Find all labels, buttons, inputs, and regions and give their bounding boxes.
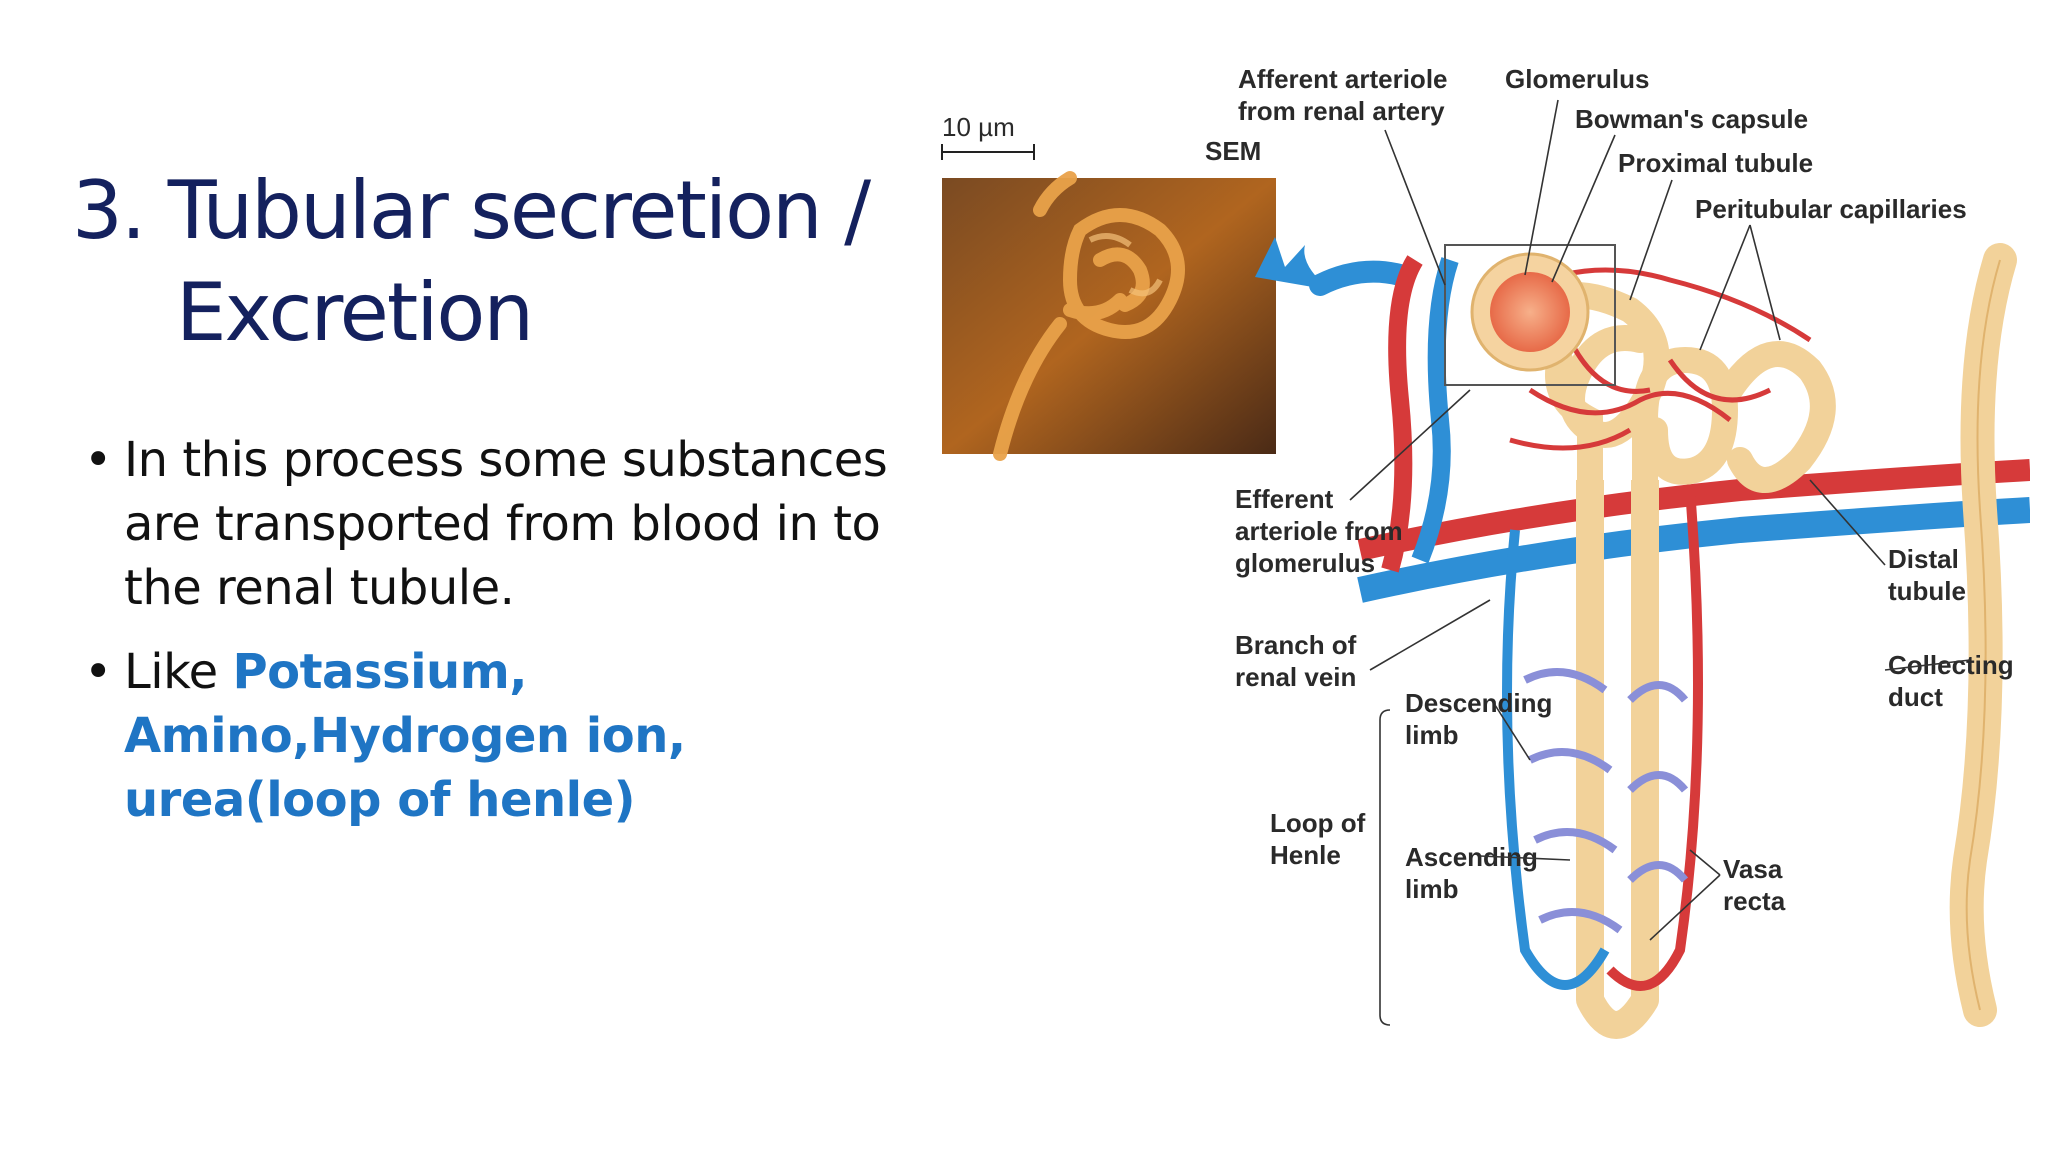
label-loop-2: Henle [1270,840,1341,870]
bullet-item-1: • In this process some substances are tr… [84,428,914,620]
leader-lines [1349,99,1971,1026]
bullet-text-1: In this process some substances are tran… [124,432,888,616]
renal-artery [1357,459,2031,561]
bullet-dot-icon: • [84,644,112,700]
collecting-duct [1949,243,2017,1027]
renal-vein [1357,497,2031,603]
bullet-list: • In this process some substances are tr… [84,428,914,852]
label-peritubular: Peritubular capillaries [1695,194,1967,224]
label-distal-2: tubule [1888,576,1966,606]
label-afferent-2: from renal artery [1238,96,1445,126]
nephron-figure: 10 µm SEM [930,60,2031,1050]
bullet-prefix-2: Like [124,644,233,700]
title-line-1: 3. Tubular secretion / [72,164,871,257]
label-branch-1: Branch of [1235,630,1357,660]
label-distal-1: Distal [1888,544,1959,574]
nephron-diagram: 10 µm SEM [941,64,2031,1039]
bullet-item-2: • Like Potassium, Amino,Hydrogen ion, ur… [84,640,914,832]
slide-title: 3. Tubular secretion / Excretion [72,160,892,364]
label-vasa-1: Vasa [1723,854,1783,884]
glomerulus [1490,272,1570,352]
bullet-dot-icon: • [84,432,112,488]
scale-bar-label: 10 µm [942,112,1015,142]
bullet-highlight-2: Potassium, Amino,Hydrogen ion, urea(loop… [124,644,686,828]
sem-micrograph: SEM [942,136,1276,461]
label-ascending-2: limb [1405,874,1458,904]
label-efferent-1: Efferent [1235,484,1334,514]
label-collecting-1: Collecting [1888,650,2014,680]
label-descending-2: limb [1405,720,1458,750]
label-afferent-1: Afferent arteriole [1238,64,1448,94]
label-vasa-2: recta [1723,886,1786,916]
pointer-arrow-icon [1255,237,1330,290]
label-efferent-3: glomerulus [1235,548,1375,578]
title-line-2: Excretion [176,266,534,359]
label-bowmans: Bowman's capsule [1575,104,1808,134]
label-proximal: Proximal tubule [1618,148,1813,178]
convoluted-tubules [1517,282,1836,493]
sem-label: SEM [1205,136,1261,166]
loop-of-henle [1502,480,1703,1039]
label-descending-1: Descending [1405,688,1552,718]
scale-bar: 10 µm [941,112,1035,160]
pointer-arrow-shaft [1309,260,1411,296]
label-branch-2: renal vein [1235,662,1356,692]
label-loop-1: Loop of [1270,808,1366,838]
label-collecting-2: duct [1888,682,1943,712]
label-glomerulus: Glomerulus [1505,64,1649,94]
label-efferent-2: arteriole from [1235,516,1403,546]
